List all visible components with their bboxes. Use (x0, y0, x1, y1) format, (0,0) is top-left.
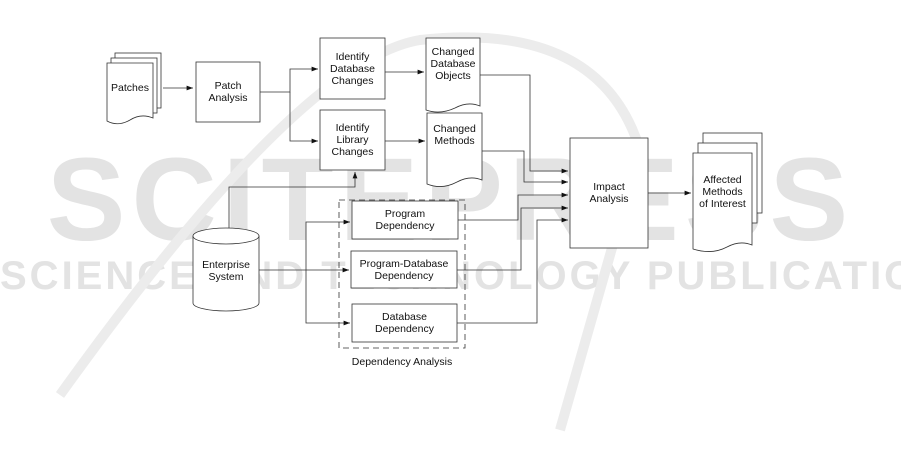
dependency-analysis-label: Dependency Analysis (351, 356, 453, 368)
changed-db-objects-label: Changed Database Objects (430, 46, 476, 82)
connectors (163, 66, 691, 326)
dependency-analysis-group (338, 199, 466, 349)
affected-methods-label: Affected Methods of Interest (699, 174, 746, 210)
identify-lib-label: Identify Library Changes (331, 122, 374, 158)
patches-document-stack (106, 52, 162, 125)
identify-db-box (319, 37, 386, 100)
program-dependency-label: Program Dependency (375, 208, 435, 232)
enterprise-system-label: Enterprise System (202, 259, 250, 283)
identify-lib-box (319, 109, 386, 171)
watermark-swoosh (55, 32, 646, 432)
database-dependency-box (351, 303, 458, 343)
impact-analysis-box (569, 137, 649, 249)
patches-label: Patches (111, 82, 149, 94)
affected-methods-document-stack (692, 132, 763, 252)
enterprise-system-cylinder (192, 227, 260, 312)
identify-db-label: Identify Database Changes (330, 50, 375, 87)
changed-methods-label: Changed Methods (433, 123, 476, 147)
impact-analysis-label: Impact Analysis (589, 181, 629, 205)
patch-analysis-label: Patch Analysis (208, 80, 248, 104)
changed-methods-doc (426, 112, 483, 187)
database-dependency-label: Database Dependency (375, 311, 434, 335)
program-db-dependency-label: Program-Database Dependency (359, 257, 449, 282)
changed-db-objects-doc (425, 37, 481, 113)
program-db-dependency-box (350, 250, 458, 289)
